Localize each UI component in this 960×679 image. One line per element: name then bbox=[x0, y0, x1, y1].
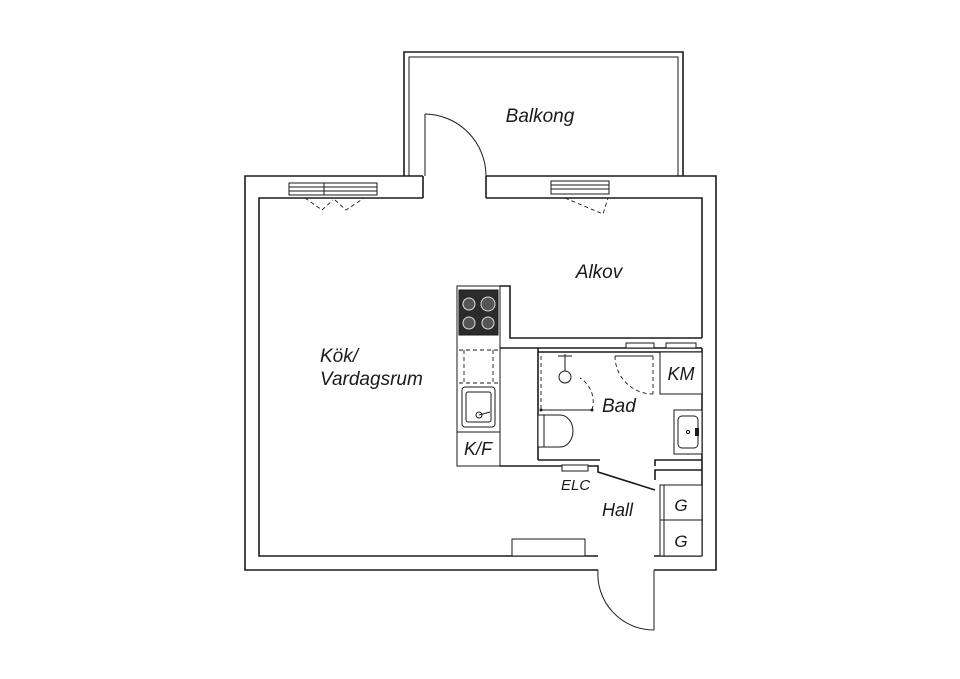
room-label-balkong: Balkong bbox=[506, 106, 575, 127]
entrance-door bbox=[597, 569, 655, 631]
washing-machine-box bbox=[659, 351, 703, 395]
fixture-label-kf: K/F bbox=[464, 439, 493, 459]
balcony-door bbox=[424, 113, 487, 177]
toilet bbox=[537, 414, 574, 448]
fixture-label-g1: G bbox=[674, 496, 687, 515]
bathroom-door bbox=[614, 342, 697, 395]
kitchen-counter bbox=[456, 285, 501, 467]
shower bbox=[539, 354, 594, 412]
hall-radiator bbox=[511, 538, 586, 557]
room-label-vardagsrum: Vardagsrum bbox=[320, 369, 423, 390]
fixture-label-km: KM bbox=[668, 364, 695, 384]
room-label-alkov: Alkov bbox=[575, 262, 624, 283]
washbasin bbox=[673, 409, 703, 455]
room-label-bad: Bad bbox=[602, 396, 637, 417]
elc-panel bbox=[561, 464, 589, 472]
room-label-kok: Kök/ bbox=[320, 346, 360, 367]
fixture-label-g2: G bbox=[674, 532, 687, 551]
wardrobes bbox=[659, 484, 703, 557]
alcove-partition bbox=[500, 285, 702, 349]
window-left bbox=[288, 182, 378, 211]
fixture-label-elc: ELC bbox=[561, 477, 590, 494]
balcony bbox=[403, 51, 684, 176]
room-label-hall: Hall bbox=[602, 500, 634, 520]
window-right bbox=[550, 180, 610, 215]
